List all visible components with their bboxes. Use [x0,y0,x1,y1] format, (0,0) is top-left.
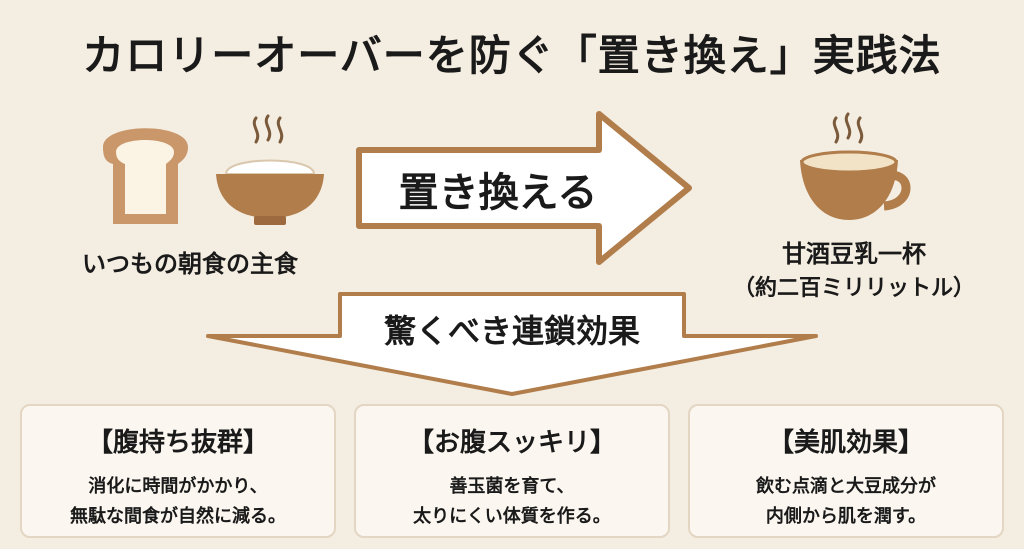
card-title: 【腹持ち抜群】 [86,428,269,458]
chain-arrow [206,292,818,396]
rice-bowl-icon [216,159,324,225]
card-title: 【お腹スッキリ】 [407,428,616,458]
card-text-line-1: 消化に時間がかかり、 [88,476,268,497]
usual-breakfast-label: いつもの朝食の主食 [82,250,298,278]
card-text-line-2: 内側から肌を潤す。 [765,506,927,527]
effect-card-gut: 【お腹スッキリ】 善玉菌を育て、 太りにくい体質を作る。 [354,404,670,538]
chain-effect-label: 驚くべき連鎖効果 [383,312,640,350]
card-text-line-2: 無駄な間食が自然に減る。 [70,506,286,527]
effect-card-satiety: 【腹持ち抜群】 消化に時間がかかり、 無駄な間食が自然に減る。 [20,404,336,538]
replace-label: 置き換える [398,170,598,216]
cup-icon [800,112,911,220]
steam-icon [832,112,864,144]
card-text-line-1: 飲む点滴と大豆成分が [756,476,936,497]
replace-arrow [356,111,692,265]
bread-icon [103,128,188,224]
breakfast-icons [103,114,324,225]
drink-name: 甘酒豆乳一杯 [782,240,926,268]
card-text-line-2: 太りにくい体質を作る。 [413,506,611,527]
card-title: 【美肌効果】 [767,428,924,458]
card-text-line-1: 善玉菌を育て、 [449,476,575,497]
steam-icon [252,114,284,144]
drink-amount: （約二百ミリリットル） [732,276,975,301]
effect-card-skin: 【美肌効果】 飲む点滴と大豆成分が 内側から肌を潤す。 [688,404,1004,538]
page-title: カロリーオーバーを防ぐ「置き換え」実践法 [82,31,942,80]
